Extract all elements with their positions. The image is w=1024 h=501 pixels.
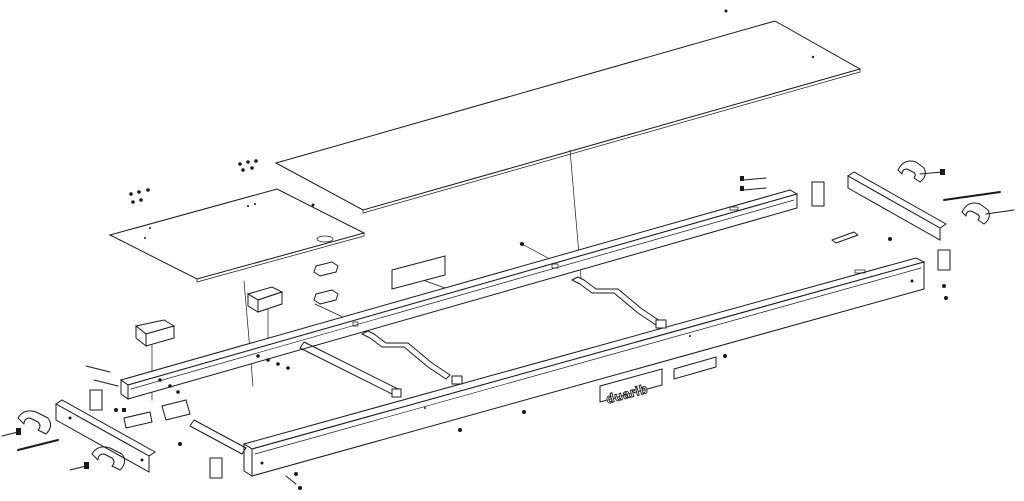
left-end-caps: [89, 389, 223, 479]
right-end-caps: [811, 181, 951, 271]
cross-bar-curved-right: [571, 276, 667, 329]
left-hook-foot-bottom: [91, 446, 126, 471]
label-plate-rail: [391, 255, 446, 290]
right-hook-foot-top: [897, 160, 926, 183]
bracket-left-2: [246, 286, 284, 313]
bolts: [1, 169, 1015, 485]
small-top-panel: [108, 188, 366, 283]
cross-bar-tube-front: [189, 419, 247, 455]
screw-hole: [811, 55, 815, 59]
screw: [724, 9, 728, 13]
side-plate: [123, 399, 191, 429]
back-rail: [119, 189, 799, 400]
left-end-crossbar: [55, 399, 156, 473]
cross-bar-curved-middle: [361, 330, 463, 385]
cross-bar-tube: [299, 341, 402, 398]
label-plate-front: [673, 356, 717, 380]
left-hook-foot-top: [17, 410, 52, 435]
large-top-panel: [274, 9, 862, 214]
front-rail: [242, 257, 926, 477]
right-hook-foot-bottom: [961, 202, 990, 225]
clip-bracket-1: [313, 261, 339, 305]
panel-screws: [129, 159, 315, 207]
hardware-nuts: [114, 237, 948, 490]
right-end-crossbar: [847, 171, 947, 241]
bracket-left-1: [134, 319, 176, 348]
